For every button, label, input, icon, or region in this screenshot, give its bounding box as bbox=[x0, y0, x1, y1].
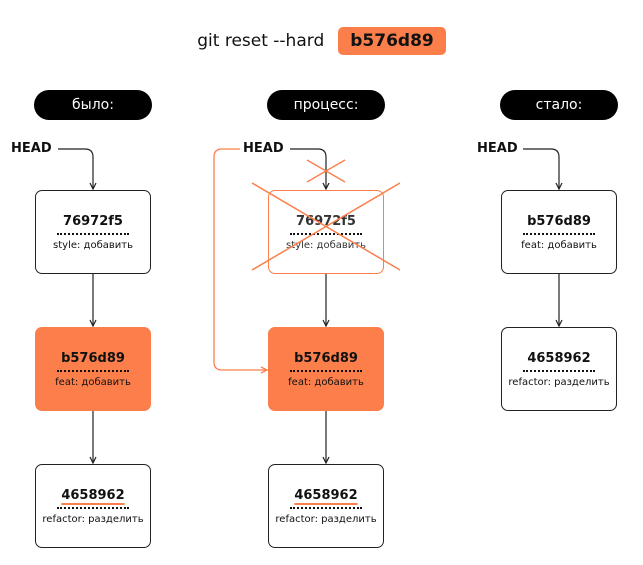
head-pointer-moved bbox=[213, 148, 267, 370]
title-row: git reset --hard b576d89 bbox=[0, 24, 643, 58]
commit-hash: 76972f5 bbox=[63, 213, 123, 229]
column-label-process: процесс: bbox=[267, 90, 385, 120]
commit-separator bbox=[523, 232, 595, 235]
commit-hash: b576d89 bbox=[527, 213, 591, 229]
head-label-after: HEAD bbox=[477, 141, 518, 156]
commit-message: refactor: разделить bbox=[275, 513, 377, 525]
commit-card-c2-after: b576d89 feat: добавить bbox=[501, 190, 617, 274]
commit-hash: 4658962 bbox=[294, 487, 358, 503]
commit-separator bbox=[57, 369, 129, 372]
commit-separator bbox=[57, 232, 129, 235]
head-pointer-after bbox=[523, 148, 559, 189]
head-pointer-old bbox=[290, 148, 326, 189]
head-pointer-before bbox=[58, 148, 93, 189]
cross-on-commit bbox=[251, 182, 401, 271]
command-text: git reset --hard bbox=[197, 31, 325, 51]
commit-hash: 4658962 bbox=[527, 350, 591, 366]
commit-message: refactor: разделить bbox=[42, 513, 144, 525]
commit-card-c3-after: 4658962 refactor: разделить bbox=[501, 327, 617, 411]
commit-hash: b576d89 bbox=[61, 350, 125, 366]
cross-on-pointer bbox=[306, 159, 346, 183]
commit-separator bbox=[290, 369, 362, 372]
commit-message: feat: добавить bbox=[55, 376, 131, 388]
column-label-after: стало: bbox=[500, 90, 618, 120]
commit-message: feat: добавить bbox=[521, 239, 597, 251]
commit-card-c3-process: 4658962 refactor: разделить bbox=[268, 464, 384, 548]
commit-message: refactor: разделить bbox=[508, 376, 610, 388]
commit-card-c1-before: 76972f5 style: добавить bbox=[35, 190, 151, 274]
commit-message: feat: добавить bbox=[288, 376, 364, 388]
commit-card-c2-process: b576d89 feat: добавить bbox=[268, 327, 384, 411]
commit-card-c2-before: b576d89 feat: добавить bbox=[35, 327, 151, 411]
commit-message: style: добавить bbox=[286, 239, 366, 251]
column-label-before: было: bbox=[34, 90, 152, 120]
commit-card-c3-before: 4658962 refactor: разделить bbox=[35, 464, 151, 548]
commit-hash: 4658962 bbox=[61, 487, 125, 503]
commit-separator bbox=[290, 506, 362, 509]
commit-separator bbox=[290, 232, 362, 235]
commit-separator bbox=[57, 506, 129, 509]
target-hash-badge: b576d89 bbox=[338, 27, 446, 55]
head-label-process: HEAD bbox=[243, 141, 284, 156]
commit-hash: b576d89 bbox=[294, 350, 358, 366]
commit-separator bbox=[523, 369, 595, 372]
head-label-before: HEAD bbox=[11, 141, 52, 156]
commit-message: style: добавить bbox=[53, 239, 133, 251]
